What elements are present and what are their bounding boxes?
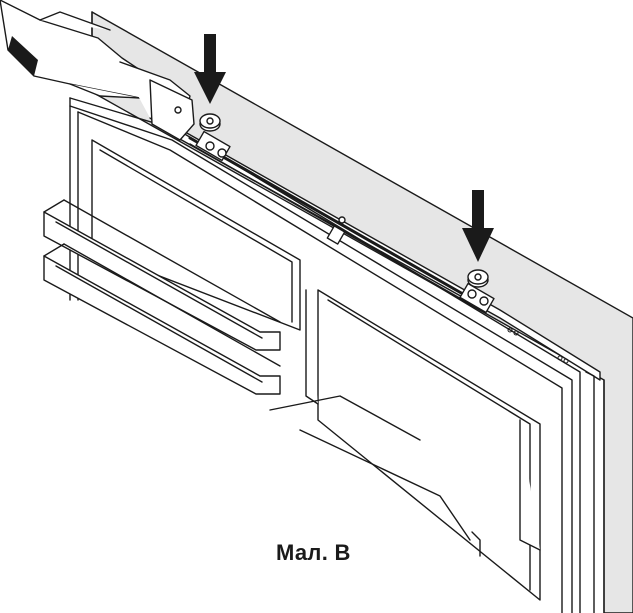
upper-inner-panel — [91, 139, 301, 331]
door-shelf-lower — [43, 243, 281, 395]
nut-icon — [199, 113, 221, 132]
door-shelf-upper — [43, 199, 281, 351]
frame-holes — [507, 327, 569, 364]
hinge-bracket-icon — [149, 79, 231, 162]
door-frame — [69, 97, 595, 613]
center-clip — [326, 216, 346, 245]
down-arrow-icon-right — [462, 190, 494, 262]
down-arrow-icon — [194, 34, 226, 104]
hinge-bracket-right — [459, 282, 495, 314]
bottom-shelf-edges — [269, 395, 481, 557]
nut-icon-right — [467, 269, 489, 288]
figure-caption: Мал. В — [276, 540, 351, 565]
lower-inner-panel — [305, 289, 541, 601]
